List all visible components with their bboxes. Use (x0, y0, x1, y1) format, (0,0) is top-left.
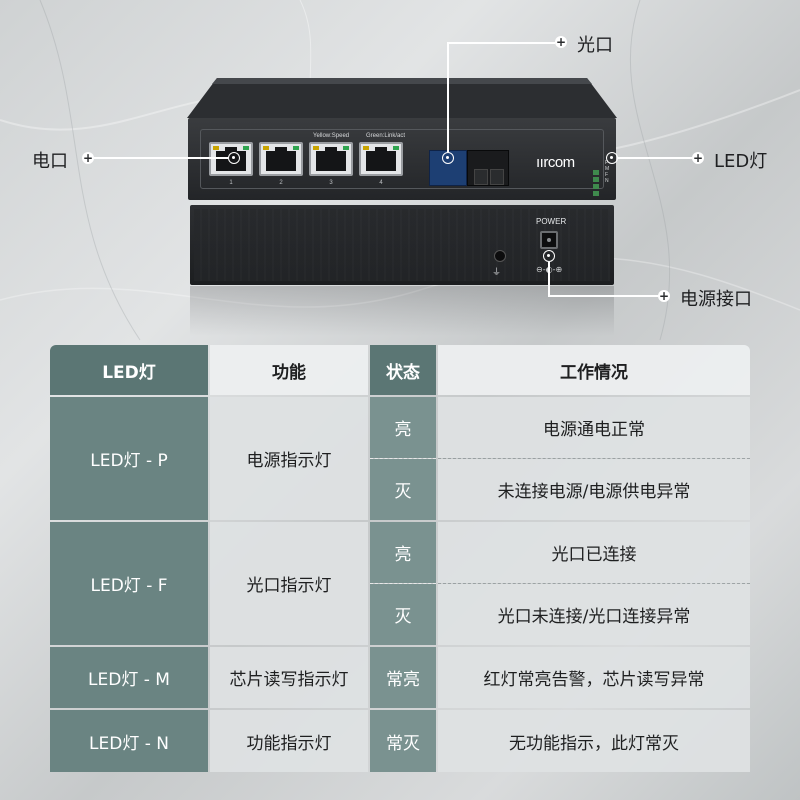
header-work: 工作情况 (438, 345, 750, 395)
electrical-port-marker-icon (228, 152, 240, 164)
yellow-speed-label: Yellow:Speed (313, 133, 350, 139)
row-divider (370, 583, 436, 584)
led-p-cell: LED灯 - P (50, 397, 208, 520)
port-number-2: 2 (279, 180, 283, 186)
device-reflection (190, 286, 614, 336)
sc-fiber-port[interactable] (429, 150, 509, 186)
led-n-cell: LED灯 - N (50, 710, 208, 772)
led-m-cell: LED灯 - M (50, 647, 208, 708)
row-divider (370, 458, 436, 459)
power-jack[interactable] (540, 231, 558, 249)
optical-port-plus-icon: + (555, 35, 567, 49)
led-f-cell: LED灯 - F (50, 522, 208, 645)
led-letters: P M F N (605, 160, 610, 184)
optical-port-label: 光口 (577, 35, 613, 56)
optical-port-leader (447, 42, 449, 152)
front-panel-frame: Yellow:Speed Green:Link/act 1 2 3 4 ıırc… (200, 129, 609, 196)
power-port-leader (548, 262, 550, 295)
optical-port-marker-icon (442, 152, 454, 164)
device-top-cover (187, 78, 617, 118)
electrical-port-label: 电口 (32, 151, 68, 172)
port-number-1: 1 (229, 180, 233, 186)
led-f-state-2: 灭 (370, 584, 436, 645)
brand-logo: ıırcom (536, 154, 575, 171)
green-link-label: Green:Link/act (366, 133, 406, 139)
header-function: 功能 (210, 345, 368, 395)
rj45-port-2[interactable] (259, 142, 303, 176)
ground-screw (494, 250, 506, 262)
ground-icon: ⏚ (492, 268, 502, 278)
led-m-state-1: 常亮 (370, 647, 436, 708)
led-leader (618, 157, 692, 159)
rj45-port-3[interactable] (309, 142, 353, 176)
power-port-plus-icon: + (658, 289, 670, 303)
led-f-desc-1: 光口已连接 (438, 522, 750, 583)
led-f-state-1: 亮 (370, 522, 436, 583)
led-p-function: 电源指示灯 (210, 397, 368, 520)
port-number-4: 4 (379, 180, 383, 186)
led-status-table: LED灯 功能 状态 工作情况 LED灯 - P 电源指示灯 亮 电源通电正常 … (50, 345, 750, 772)
led-n-state-1: 常灭 (370, 710, 436, 772)
led-plus-icon: + (692, 151, 704, 165)
led-p-state-2: 灭 (370, 459, 436, 520)
device-back-panel: ⏚ POWER ⊖-◐-⊕ (190, 205, 614, 285)
led-p-state-1: 亮 (370, 397, 436, 458)
header-state: 状态 (370, 345, 436, 395)
led-n-function: 功能指示灯 (210, 710, 368, 772)
power-port-marker-icon (543, 250, 555, 262)
led-p-desc-1: 电源通电正常 (438, 397, 750, 458)
led-m-function: 芯片读写指示灯 (210, 647, 368, 708)
device-front-panel: Yellow:Speed Green:Link/act 1 2 3 4 ıırc… (188, 118, 616, 200)
electrical-port-plus-icon: + (82, 151, 94, 165)
led-n-desc-1: 无功能指示，此灯常灭 (438, 710, 750, 772)
header-led: LED灯 (50, 345, 208, 395)
row-divider (438, 583, 750, 584)
led-f-desc-2: 光口未连接/光口连接异常 (438, 584, 750, 645)
electrical-port-leader (94, 157, 228, 159)
row-divider (438, 458, 750, 459)
port-number-3: 3 (329, 180, 333, 186)
optical-port-leader-h (447, 42, 555, 44)
led-marker-icon (606, 152, 618, 164)
power-label: POWER (536, 217, 567, 226)
power-port-leader-h (548, 295, 658, 297)
rj45-port-4[interactable] (359, 142, 403, 176)
led-m-desc-1: 红灯常亮告警，芯片读写异常 (438, 647, 750, 708)
led-label: LED灯 (714, 151, 768, 172)
status-led-column (593, 170, 599, 198)
led-p-desc-2: 未连接电源/电源供电异常 (438, 459, 750, 520)
led-f-function: 光口指示灯 (210, 522, 368, 645)
power-port-label: 电源接口 (680, 289, 752, 310)
